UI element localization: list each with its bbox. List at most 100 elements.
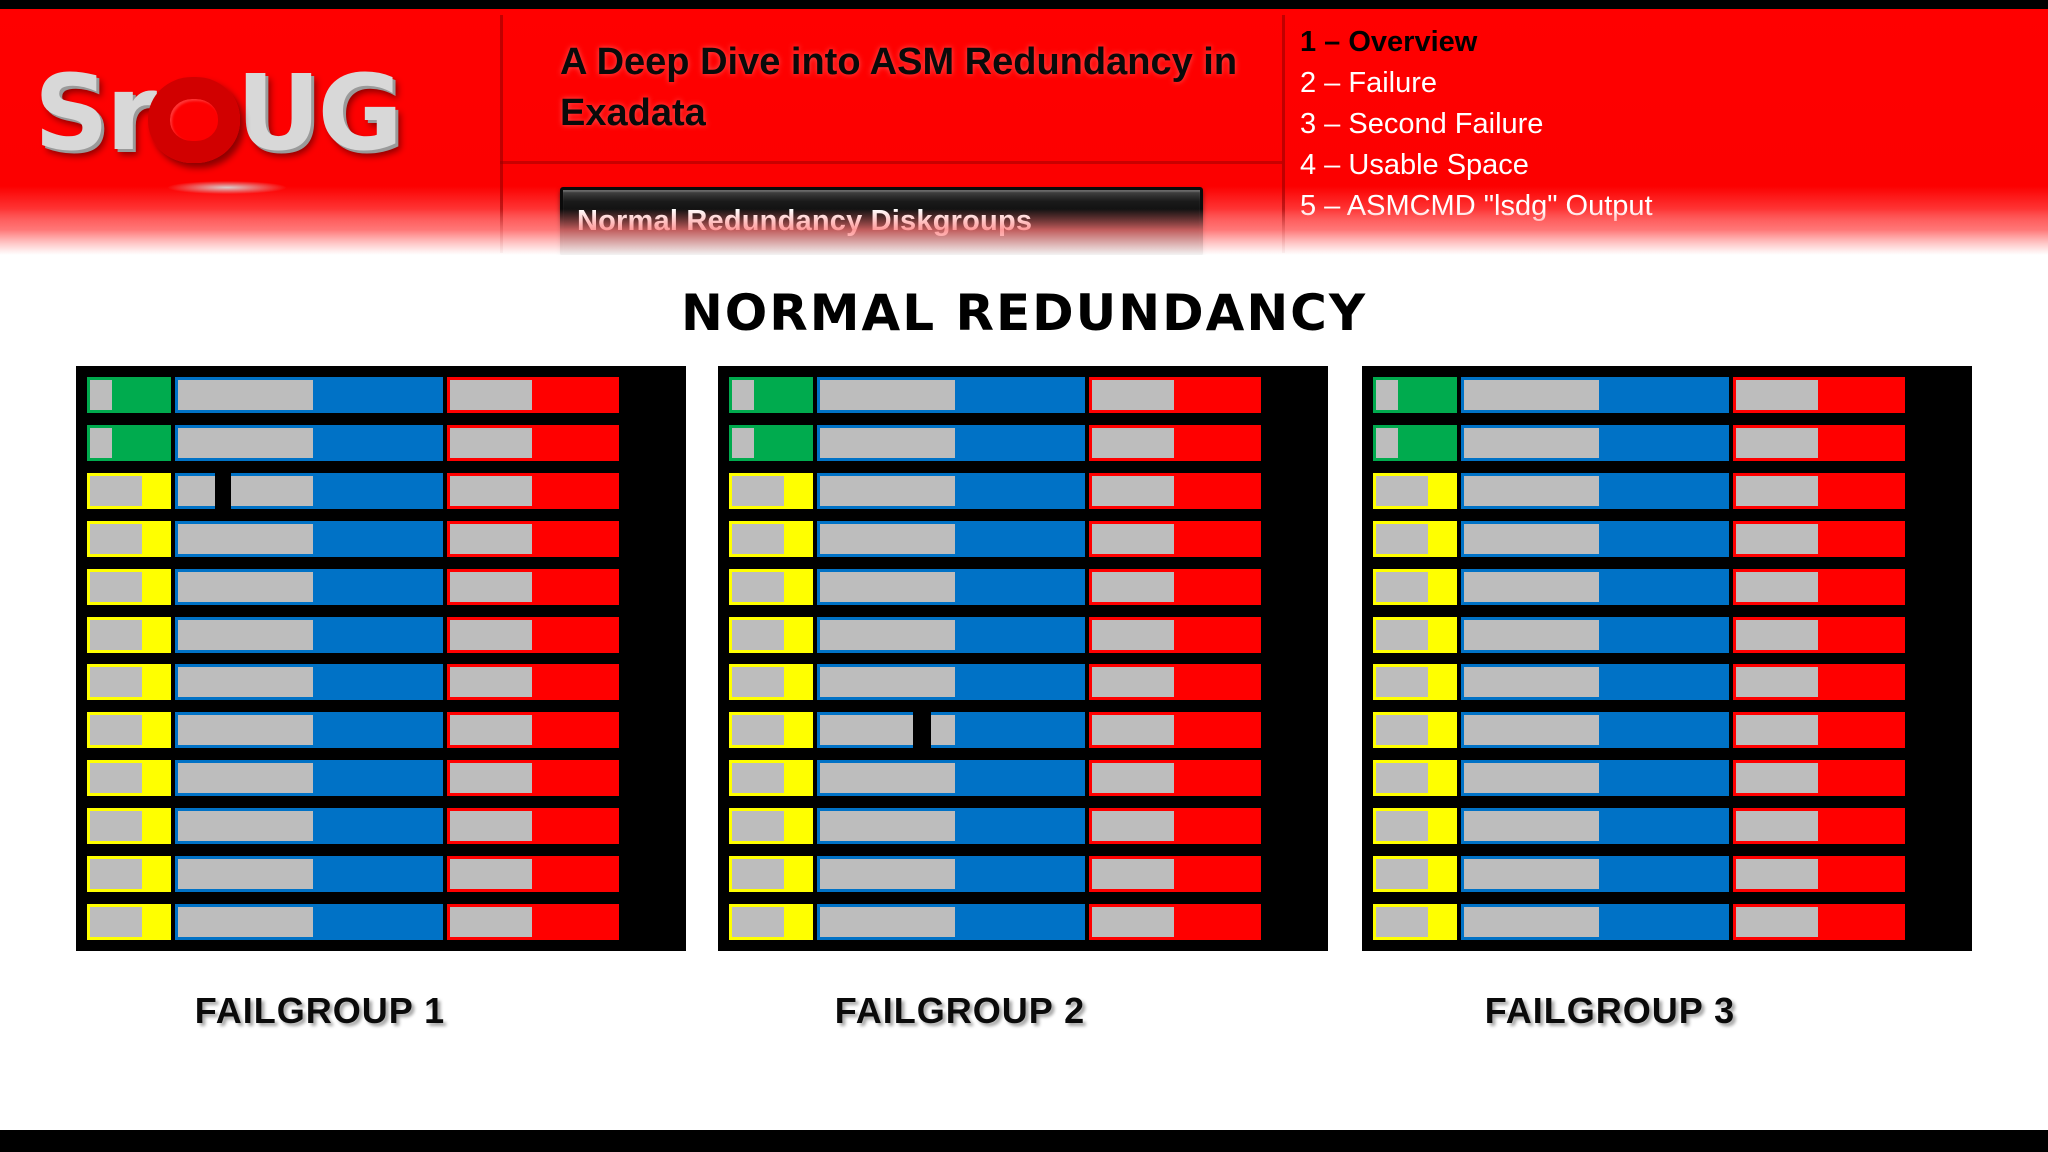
disk-row [729, 856, 1319, 893]
allocated-extent-bar [820, 427, 955, 458]
disk-extent-yellow [729, 520, 813, 557]
allocated-extent-bar [820, 380, 955, 410]
disk-extent-green [729, 424, 813, 461]
disk-extent-blue [175, 377, 443, 413]
failgroup-panel-2 [718, 366, 1328, 951]
allocated-extent-bar [1092, 380, 1174, 410]
agenda-item-5[interactable]: 5 – ASMCMD "lsdg" Output [1300, 189, 1653, 222]
disk-extent-blue [1461, 712, 1729, 749]
allocated-extent-bar [1464, 427, 1599, 458]
allocated-extent-bar [820, 811, 955, 842]
allocated-extent-bar [1376, 667, 1428, 698]
disk-extent-red [1089, 808, 1261, 845]
allocated-extent-bar [1092, 523, 1174, 554]
disk-extent-blue [175, 424, 443, 461]
allocated-extent-bar [732, 763, 784, 794]
allocated-extent-bar [450, 427, 532, 458]
allocated-extent-bar [732, 619, 784, 650]
allocated-extent-bar [178, 906, 313, 937]
slide-top-border [0, 0, 2048, 9]
disk-extent-yellow [1373, 903, 1457, 940]
disk-extent-yellow [1373, 808, 1457, 845]
disk-extent-red [1733, 808, 1905, 845]
allocated-extent-bar [1092, 427, 1174, 458]
allocated-extent-bar [1376, 619, 1428, 650]
allocated-extent-bar [90, 906, 142, 937]
disk-extent-red [1733, 903, 1905, 940]
allocated-extent-bar [1736, 475, 1818, 506]
disk-extent-red [447, 903, 619, 940]
allocated-extent-bar [450, 763, 532, 794]
allocated-extent-bar [450, 811, 532, 842]
allocated-extent-bar [450, 571, 532, 602]
disk-extent-green [87, 377, 171, 413]
allocated-extent-bar [1092, 859, 1174, 890]
disk-row [87, 377, 677, 413]
allocated-extent-bar [1376, 811, 1428, 842]
disk-extent-yellow [1373, 760, 1457, 797]
allocated-extent-bar [178, 763, 313, 794]
disk-row [729, 616, 1319, 653]
disk-extent-red [1089, 664, 1261, 701]
disk-extent-red [447, 664, 619, 701]
disk-row [729, 520, 1319, 557]
allocated-extent-bar [178, 715, 313, 746]
disk-extent-red [447, 760, 619, 797]
allocated-extent-bar [1736, 427, 1818, 458]
disk-extent-red [1089, 424, 1261, 461]
disk-extent-red [1733, 472, 1905, 509]
allocated-extent-bar [1736, 763, 1818, 794]
allocated-extent-bar [90, 811, 142, 842]
allocated-extent-bar [1464, 523, 1599, 554]
page-title: NORMAL REDUNDANCY [680, 284, 1368, 342]
allocated-extent-bar [1092, 906, 1174, 937]
section-plaque-label: Normal Redundancy Diskgroups [577, 205, 1033, 237]
allocated-extent-bar [1464, 859, 1599, 890]
agenda-list: 1 – Overview 2 – Failure 3 – Second Fail… [1300, 25, 2040, 229]
agenda-item-3[interactable]: 3 – Second Failure [1300, 107, 1544, 140]
disk-extent-red [447, 712, 619, 749]
allocated-extent-bar [90, 859, 142, 890]
agenda-item-4[interactable]: 4 – Usable Space [1300, 148, 1529, 181]
allocated-extent-bar [820, 619, 955, 650]
allocated-extent-bar [1736, 523, 1818, 554]
disk-row [729, 903, 1319, 940]
allocated-extent-bar [178, 380, 313, 410]
disk-row [87, 424, 677, 461]
allocated-extent-bar [1464, 811, 1599, 842]
disk-row [87, 472, 677, 509]
disk-row [87, 712, 677, 749]
allocated-extent-bar [450, 715, 532, 746]
allocated-extent-bar [1092, 811, 1174, 842]
allocated-extent-bar [1092, 571, 1174, 602]
disk-extent-blue [175, 520, 443, 557]
allocated-extent-bar [1092, 619, 1174, 650]
disk-extent-red [1089, 760, 1261, 797]
disk-extent-yellow [729, 664, 813, 701]
disk-extent-blue [817, 903, 1085, 940]
disk-extent-blue [175, 808, 443, 845]
agenda-item-2[interactable]: 2 – Failure [1300, 66, 1438, 99]
allocated-extent-bar [1464, 571, 1599, 602]
header-divider-right [1282, 15, 1285, 253]
disk-row [1373, 903, 1963, 940]
disk-extent-red [1733, 520, 1905, 557]
agenda-item-1[interactable]: 1 – Overview [1300, 26, 1478, 58]
allocated-extent-bar [178, 619, 313, 650]
allocated-extent-bar [1092, 667, 1174, 698]
disk-extent-yellow [729, 760, 813, 797]
allocated-extent-bar [1736, 380, 1818, 410]
logo-text-right: UG [236, 52, 403, 174]
disk-extent-blue [1461, 377, 1729, 413]
header-horizontal-rule [500, 161, 1282, 164]
disk-row [87, 760, 677, 797]
allocated-extent-bar [732, 523, 784, 554]
allocated-extent-bar [178, 571, 313, 602]
allocated-extent-bar [732, 811, 784, 842]
disk-extent-blue [175, 903, 443, 940]
disk-extent-blue [817, 712, 1085, 749]
disk-extent-yellow [729, 808, 813, 845]
allocated-extent-bar [820, 475, 955, 506]
disk-extent-yellow [87, 472, 171, 509]
